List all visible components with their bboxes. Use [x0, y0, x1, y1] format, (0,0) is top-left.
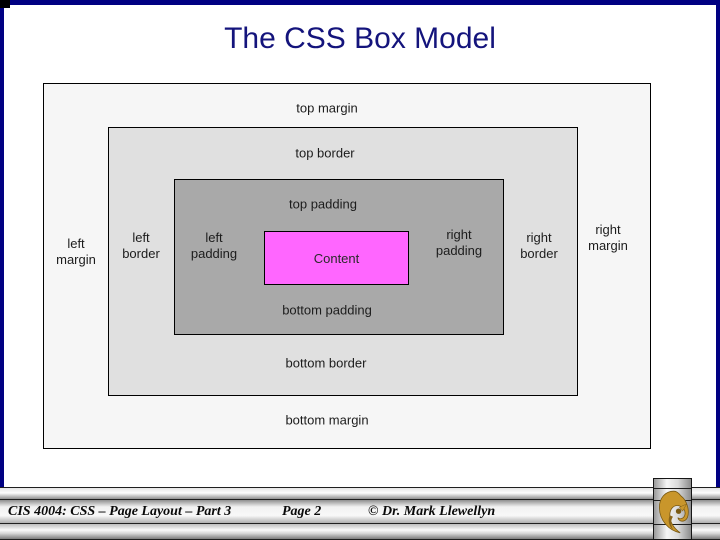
footer-divider	[0, 499, 720, 500]
page-title: The CSS Box Model	[224, 22, 496, 55]
label-bottom-margin: bottom margin	[285, 412, 369, 428]
footer-copyright: © Dr. Mark Llewellyn	[368, 503, 496, 519]
slide-frame-top	[0, 0, 720, 5]
label-top-margin: top margin	[296, 100, 358, 116]
footer-bar: CIS 4004: CSS – Page Layout – Part 3 Pag…	[0, 487, 720, 540]
label-right-margin: right margin	[588, 222, 628, 253]
label-top-border: top border	[295, 145, 355, 161]
ucf-pegasus-logo	[658, 490, 689, 534]
label-bottom-padding: bottom padding	[282, 302, 372, 318]
label-left-border: left border	[122, 230, 160, 261]
content-box: Content	[264, 231, 409, 285]
slide-frame-left	[0, 0, 4, 487]
logo-strip	[653, 478, 692, 540]
strip-divider	[654, 488, 691, 489]
footer-band-main: CIS 4004: CSS – Page Layout – Part 3 Pag…	[0, 500, 720, 523]
footer-course-text: CIS 4004: CSS – Page Layout – Part 3	[8, 503, 232, 519]
footer-page-number: Page 2	[282, 503, 322, 519]
label-right-padding: right padding	[435, 227, 483, 258]
footer-band-bottom	[0, 524, 720, 539]
label-right-border: right border	[520, 230, 558, 261]
content-label: Content	[313, 250, 360, 266]
footer-divider	[0, 523, 720, 524]
label-left-padding: left padding	[190, 230, 238, 261]
label-left-margin: left margin	[56, 236, 96, 267]
label-top-padding: top padding	[289, 196, 357, 212]
corner-square	[0, 0, 10, 8]
footer-divider	[0, 487, 720, 488]
slide-frame-right	[716, 0, 720, 487]
footer-band-top	[0, 488, 720, 499]
label-bottom-border: bottom border	[285, 355, 367, 371]
